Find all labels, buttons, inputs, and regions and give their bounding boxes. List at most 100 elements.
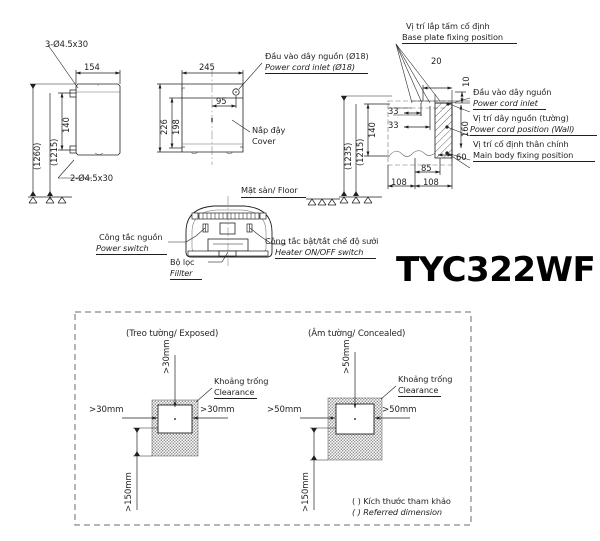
clearance-right-concealed: >50mm (382, 405, 417, 415)
dim-1260-side (30, 83, 76, 196)
label-main-body-vn: Vị trí cố định thân chính (473, 139, 569, 149)
label-power-cord-inlet-vn: Đầu vào dây nguồn (Ø18) (265, 51, 369, 61)
dim-10: 10 (461, 76, 471, 87)
label-heater-switch-vn: Công tắc bật/tắt chế độ sưởi (265, 236, 379, 246)
dim-33-lower (403, 106, 431, 130)
label-heater-switch-en: Heater ON/OFF switch (275, 247, 364, 257)
label-floor: Mặt sàn/ Floor (241, 185, 298, 195)
dim-226: 226 (159, 119, 169, 135)
dim-33-upper (403, 103, 422, 116)
clearance-bottom-exposed: >150mm (124, 472, 134, 512)
label-cord-inlet2-vn: Đầu vào dây nguồn (473, 87, 552, 97)
label-cord-position-en: Power cord position (Wall) (470, 124, 575, 134)
underline-power-switch (96, 254, 167, 255)
underline-floor (241, 197, 306, 198)
label-base-plate-en: Base plate fixing position (402, 32, 503, 42)
dim-1215-section: (1215) (355, 138, 365, 166)
panel-title-exposed: (Treo tường/ Exposed) (126, 329, 219, 339)
underline-filter (170, 279, 202, 280)
note-referred-dimension-en: ( ) Referred dimension (352, 507, 443, 517)
underline-clearance-exposed (214, 398, 257, 399)
dim-33-lower: 33 (388, 120, 399, 130)
label-power-cord-inlet-en: Power cord inlet (Ø18) (265, 62, 355, 72)
front-view-body (181, 68, 244, 165)
dim-140-section (364, 103, 390, 157)
underline-heater-switch (275, 258, 376, 259)
callout-3-holes: 3-Ø4.5x30 (45, 39, 88, 49)
floor-symbol-center (306, 198, 340, 206)
side-view-body (69, 83, 121, 156)
model-number: TYC322WF (396, 250, 596, 290)
underline-cord-position (470, 135, 597, 136)
dim-198: 198 (171, 119, 181, 135)
dim-140-section: 140 (367, 122, 377, 138)
dim-108-left: 108 (391, 177, 407, 187)
label-main-body-en: Main body fixing position (473, 150, 574, 160)
dim-1235-section: (1235) (343, 142, 353, 170)
front-view-leaders (231, 62, 263, 133)
dim-140-side (58, 92, 76, 151)
underline-cord-inlet2 (473, 109, 546, 110)
dim-1215-section (353, 104, 359, 196)
label-filter-en: Fillter (170, 268, 193, 278)
dim-20: 20 (431, 56, 442, 66)
dim-33-upper: 33 (388, 106, 399, 116)
label-cover-vn: Nắp đậy (252, 125, 286, 135)
dim-1235-section (341, 95, 392, 196)
underline-power-cord-inlet (265, 73, 368, 74)
label-cord-position-vn: Vị trí dây nguồn (tường) (473, 113, 569, 123)
dim-108-right (414, 158, 453, 189)
label-base-plate-vn: Vị trí lắp tấm cố định (406, 21, 490, 31)
dim-245 (181, 70, 244, 84)
clearance-left-concealed: >50mm (267, 405, 302, 415)
clearance-top-exposed: >30mm (162, 339, 172, 374)
dim-20 (422, 85, 453, 101)
dim-154 (75, 70, 121, 84)
label-power-switch-vn: Công tắc nguồn (99, 232, 163, 242)
dim-10 (455, 91, 466, 104)
underline-main-body (473, 161, 595, 162)
underline-base-plate (402, 43, 517, 44)
callout-2-holes: 2-Ø4.5x30 (70, 173, 113, 183)
clearance-top-concealed: >50mm (342, 339, 352, 374)
clearance-label-concealed-vn: Khoảng trống (398, 374, 453, 384)
section-right-leaders (446, 97, 471, 169)
clearance-left-exposed: >30mm (89, 405, 124, 415)
clearance-label-exposed-en: Clearance (214, 387, 255, 397)
dim-85: 85 (421, 163, 432, 173)
dim-198 (169, 97, 182, 149)
clearance-label-exposed-vn: Khoảng trống (214, 376, 269, 386)
base-plate-leaders (393, 43, 441, 116)
label-power-switch-en: Power switch (96, 243, 149, 253)
clearance-bottom-concealed: >150mm (301, 472, 311, 512)
dim-108-right: 108 (423, 177, 439, 187)
floor-symbol-right (339, 196, 382, 204)
underline-clearance-concealed (398, 396, 441, 397)
bottom-unit-view (185, 196, 273, 266)
floor-symbol-left (28, 196, 72, 204)
label-cover-en: Cover (252, 136, 276, 146)
dim-154: 154 (84, 62, 100, 72)
clearance-label-concealed-en: Clearance (398, 385, 439, 395)
bottom-view-leaders (168, 227, 286, 263)
label-cord-inlet2-en: Power cord inlet (473, 98, 538, 108)
dim-245: 245 (199, 62, 215, 72)
label-filter-vn: Bộ lọc (170, 257, 195, 267)
clearance-diagram-exposed (122, 355, 228, 510)
wall-hatched-section (434, 102, 453, 159)
dim-140-side: 140 (61, 117, 71, 133)
dim-85 (414, 158, 441, 175)
dim-160: 160 (460, 121, 470, 137)
dim-1215-side: (1215) (49, 138, 59, 166)
dim-108-left (387, 165, 416, 189)
panel-title-concealed: (Âm tường/ Concealed) (308, 329, 406, 339)
dim-226 (157, 83, 182, 153)
dim-1260-side: (1260) (32, 142, 42, 170)
dim-95: 95 (216, 96, 227, 106)
dim-95 (211, 96, 237, 108)
dim-60: 60 (456, 152, 467, 162)
clearance-frame (74, 311, 472, 526)
clearance-diagram-concealed (300, 352, 410, 510)
